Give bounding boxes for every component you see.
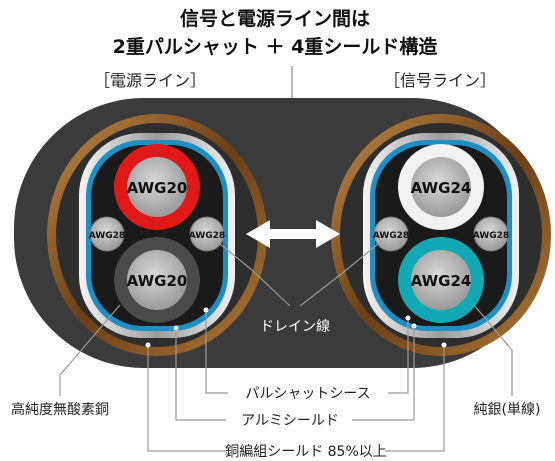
power-top-conductor-label: AWG20 [127, 179, 188, 197]
power-line-label: ［電源ライン］ [94, 71, 206, 90]
signal-line-label: ［信号ライン］ [384, 71, 496, 90]
power-drain-right-label: AWG28 [189, 231, 225, 241]
signal-drain-right [473, 216, 509, 252]
signal-drain-right-label: AWG28 [473, 231, 509, 241]
copper-conductor-label: 高純度無酸素銅 [11, 401, 109, 418]
pulshat-sheath-label: パルシャットシース [245, 386, 370, 402]
title-line-2: 2重パルシャット ＋ 4重シールド構造 [113, 35, 439, 58]
signal-drain-left [373, 216, 409, 252]
separation-arrow [246, 220, 340, 248]
power-drain-left-label: AWG28 [89, 231, 125, 241]
title-line-1: 信号と電源ライン間は [180, 7, 370, 30]
power-top-conductor [127, 157, 187, 217]
signal-bottom-conductor-label: AWG24 [411, 272, 472, 290]
signal-drain-left-label: AWG28 [373, 231, 409, 241]
signal-line-cable: AWG24 AWG24 AWG28 AWG28 [331, 114, 551, 356]
power-line-cable: AWG20 AWG20 AWG28 AWG28 [47, 114, 267, 356]
drain-wire-label: ドレイン線 [260, 319, 330, 335]
aluminum-shield-label: アルミシールド [241, 413, 339, 429]
silver-conductor-label: 純銀(単線) [474, 402, 541, 418]
signal-top-conductor [411, 157, 471, 217]
leader-dots [145, 307, 447, 348]
power-bottom-conductor [127, 250, 187, 310]
power-bottom-conductor-label: AWG20 [127, 272, 188, 290]
copper-braid-shield-label: 銅編組シールド 85%以上 [225, 444, 387, 460]
signal-top-conductor-label: AWG24 [411, 179, 472, 197]
leader-lines [59, 243, 513, 452]
power-drain-left [89, 216, 125, 252]
power-drain-right [189, 216, 225, 252]
signal-bottom-conductor [411, 250, 471, 310]
